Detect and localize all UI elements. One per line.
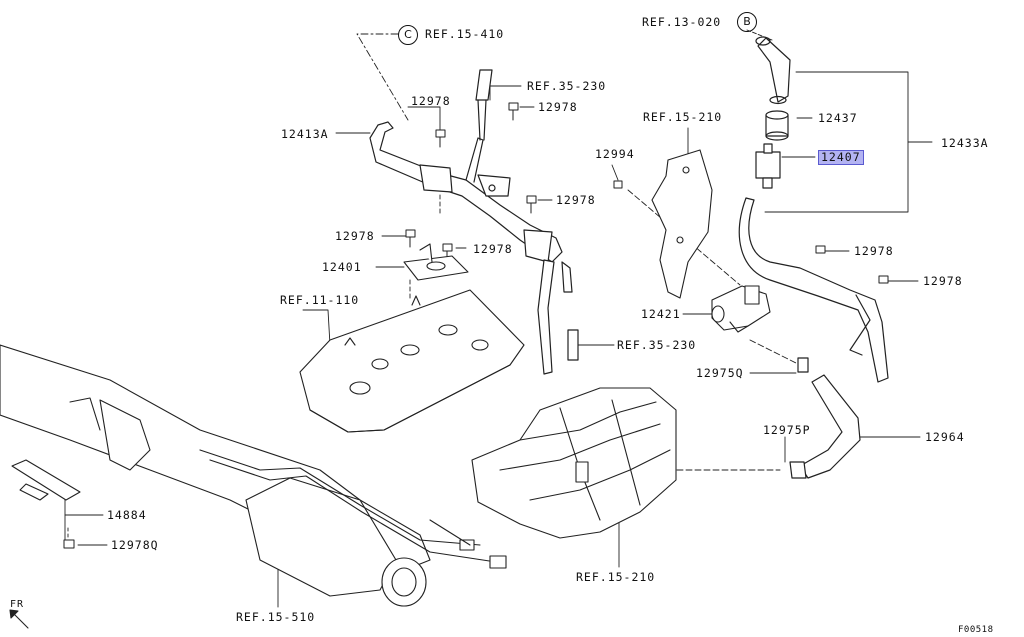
callout-12437: 12437 xyxy=(818,111,858,125)
head-cover xyxy=(299,289,525,433)
callout-12978-c: 12978 xyxy=(556,193,596,207)
callout-12401: 12401 xyxy=(322,260,362,274)
callout-12433a: 12433A xyxy=(941,136,989,150)
callout-12978-g: 12978 xyxy=(923,274,963,288)
manifold xyxy=(471,387,677,539)
callout-12978q: 12978Q xyxy=(111,538,159,552)
fr-arrow-icon xyxy=(9,609,29,629)
callout-circle-b: B xyxy=(737,12,757,32)
callout-ref-13-020: REF.13-020 xyxy=(642,15,722,29)
hose-12433a xyxy=(738,36,889,383)
callout-ref-11-110: REF.11-110 xyxy=(280,293,360,307)
bracket-12401 xyxy=(403,243,469,281)
front-indicator-label: FR xyxy=(10,599,25,610)
callout-ref-35-230-top: REF.35-230 xyxy=(527,79,607,93)
callout-ref-15-510: REF.15-510 xyxy=(236,610,316,624)
callout-ref-35-230-mid: REF.35-230 xyxy=(617,338,697,352)
figure-code: F00518 xyxy=(958,625,994,635)
callout-12978-b: 12978 xyxy=(538,100,578,114)
callout-12964: 12964 xyxy=(925,430,965,444)
callout-12413a: 12413A xyxy=(281,127,329,141)
callout-ref-15-210-bottom: REF.15-210 xyxy=(576,570,656,584)
callout-circle-c: C xyxy=(398,25,418,45)
plate-14884 xyxy=(11,459,81,501)
callout-12978-e: 12978 xyxy=(473,242,513,256)
callout-12975p: 12975P xyxy=(763,423,811,437)
solenoid-12421 xyxy=(651,149,771,333)
callout-ref-15-210-top: REF.15-210 xyxy=(643,110,723,124)
hose-12964 xyxy=(789,357,861,479)
callout-12978-f: 12978 xyxy=(854,244,894,258)
bolts xyxy=(63,102,889,549)
exhaust-assembly xyxy=(0,344,507,607)
callout-12978-a: 12978 xyxy=(411,94,451,108)
callout-14884: 14884 xyxy=(107,508,147,522)
pipe-assembly-12413a xyxy=(369,69,579,375)
callout-12421: 12421 xyxy=(641,307,681,321)
callout-12978-d: 12978 xyxy=(335,229,375,243)
callout-12407[interactable]: 12407 xyxy=(818,150,864,165)
callout-ref-15-410: REF.15-410 xyxy=(425,27,505,41)
callout-12975q: 12975Q xyxy=(696,366,744,380)
callout-12994: 12994 xyxy=(595,147,635,161)
